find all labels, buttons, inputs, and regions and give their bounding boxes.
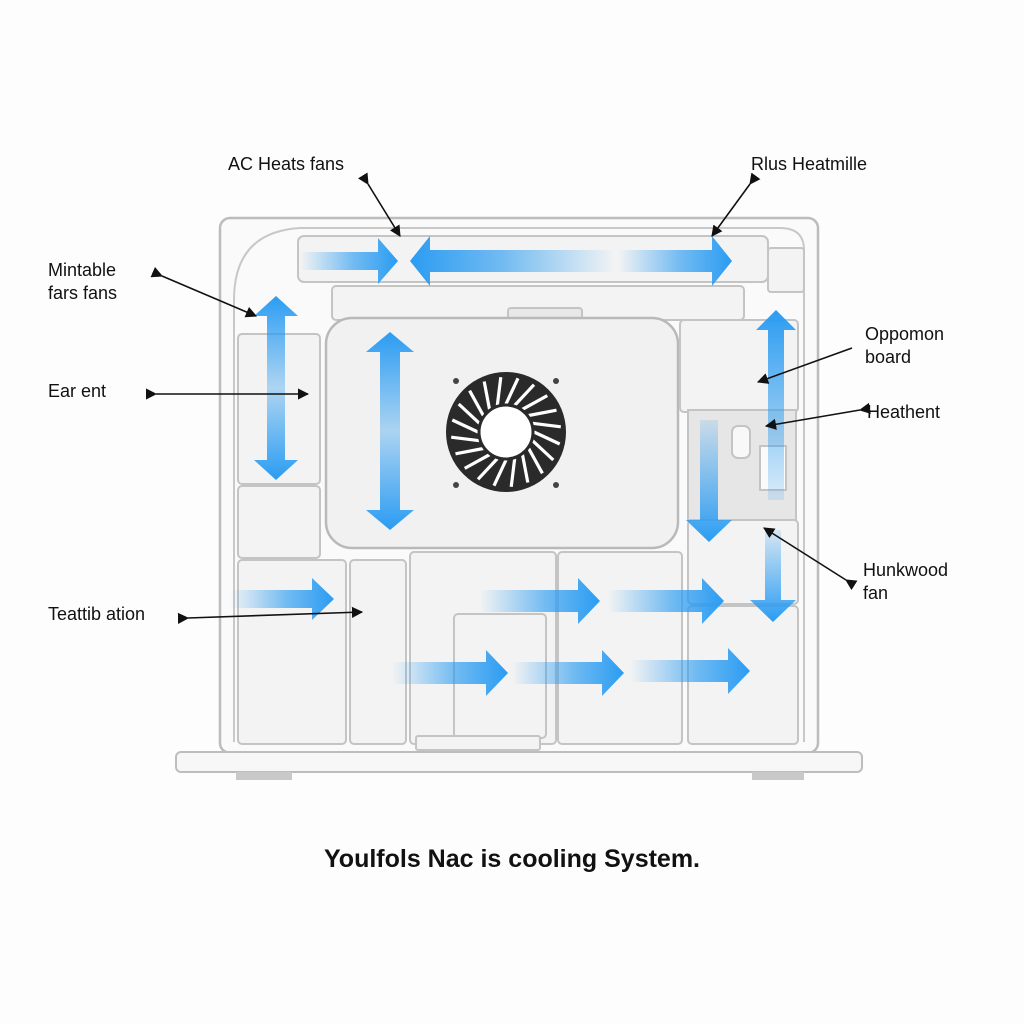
leader-teattib-ation — [177, 606, 364, 624]
airflow-arrow-icon — [618, 236, 732, 286]
foot-left — [236, 772, 292, 780]
fan-blade-gap — [533, 430, 561, 446]
airflow-arrow-icon — [366, 332, 414, 530]
leader-ac-heats-fans — [357, 172, 401, 237]
mount-screw — [553, 378, 559, 384]
airflow-arrow-icon — [512, 650, 624, 696]
lower-card-slot — [349, 559, 407, 745]
base-plate — [175, 751, 863, 773]
label-mintable-fans: Mintable fars fans — [48, 259, 117, 305]
heatsink-sensor — [731, 425, 751, 459]
fan-blade-gap — [468, 389, 485, 417]
label-hunkwood-fan: Hunkwood fan — [863, 559, 948, 605]
mount-screw — [453, 482, 459, 488]
leader-hunkwood-fan — [763, 527, 858, 591]
diagram-caption: Youlfols Nac is cooling System. — [323, 845, 700, 873]
fan-blade-gap — [520, 454, 530, 483]
left-connector-block — [237, 485, 321, 559]
label-mintable-line2: fars fans — [48, 283, 118, 303]
label-hunkwood-line2: fan — [863, 583, 889, 603]
fan-blade-gap — [476, 457, 499, 481]
label-mintable-line1: Mintable — [48, 260, 117, 280]
airflow-arrow-icon — [410, 236, 615, 286]
label-heathent: Heathent — [867, 402, 941, 422]
leader-heathent — [764, 402, 871, 430]
fan-blade-gap — [495, 377, 503, 406]
cooling-fan-icon — [446, 372, 566, 492]
label-teattib-ation: Teattib ation — [48, 604, 146, 624]
leader-oppomon-board — [756, 347, 853, 384]
airflow-arrow-icon — [230, 578, 334, 620]
fan-blade-gap — [457, 402, 481, 425]
fan-blade-gap — [527, 447, 544, 475]
leader-rlus-heatmille — [711, 172, 761, 237]
bottom-rail — [415, 735, 541, 751]
fan-blade-gap — [482, 381, 492, 410]
lower-left-bay — [237, 559, 347, 745]
label-ear-ent: Ear ent — [48, 381, 107, 401]
label-oppomon-board: Oppomon board — [865, 323, 944, 369]
fan-blade-gap — [451, 435, 480, 443]
lower-right-bay — [557, 551, 683, 745]
foot-right — [752, 772, 804, 780]
label-oppomon-line1: Oppomon — [865, 324, 945, 344]
fan-blades — [451, 377, 561, 487]
fan-blade-gap — [504, 377, 520, 405]
airflow-arrow-icon — [686, 420, 732, 542]
fan-blade-gap — [513, 383, 536, 407]
fan-blade-gap — [521, 394, 549, 411]
airflow-arrow-icon — [480, 578, 600, 624]
top-right-bracket — [767, 247, 805, 293]
airflow-arrow-icon — [608, 578, 724, 624]
label-hunkwood-line1: Hunkwood — [863, 560, 949, 580]
fan-blade-gap — [531, 439, 555, 462]
fan-blade-gap — [528, 408, 557, 418]
fan-blade-gap — [532, 421, 561, 429]
fan-blade-gap — [455, 446, 484, 456]
fan-blade-gap — [509, 458, 517, 487]
mount-screw — [553, 482, 559, 488]
label-oppomon-line2: board — [865, 347, 912, 367]
airflow-arrow-icon — [254, 296, 298, 480]
mount-screw — [453, 378, 459, 384]
fan-blade-gap — [463, 453, 491, 470]
label-ac-heats-fans: AC Heats fans — [228, 154, 345, 174]
airflow-arrow-icon — [630, 648, 750, 694]
fan-blade-gap — [492, 459, 508, 487]
fan-blade-gap — [451, 418, 479, 434]
airflow-arrow-icon — [300, 238, 398, 284]
fan-hub — [477, 403, 535, 461]
leader-lines — [145, 172, 871, 624]
leader-mintable-fans — [150, 266, 258, 318]
label-rlus-heatmille: Rlus Heatmille — [751, 154, 868, 174]
airflow-arrow-icon — [392, 650, 508, 696]
